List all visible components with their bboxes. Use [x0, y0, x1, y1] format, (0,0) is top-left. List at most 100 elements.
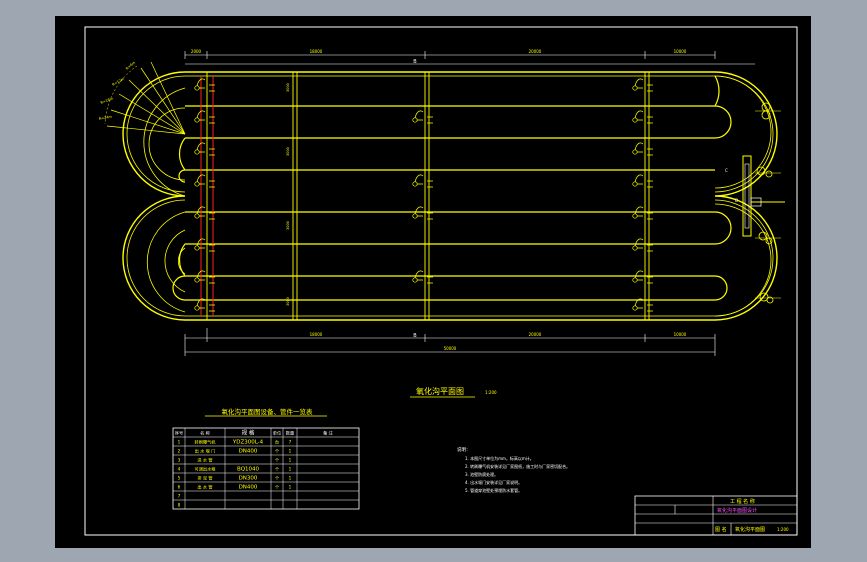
aerator-symbol: [194, 213, 200, 219]
table-cell: 1: [289, 457, 292, 462]
table-cell: 7: [178, 493, 181, 498]
aerator-symbol-lines: [199, 212, 215, 220]
outlet-structure: C D: [725, 102, 785, 304]
left-dim-3: 3000: [286, 221, 290, 230]
table-cell: 8: [178, 502, 181, 507]
aerator-symbol-hook: [634, 110, 644, 119]
aerator-symbol-lines: [199, 276, 215, 284]
table-cell: 可调出水堰: [195, 465, 216, 472]
aerator-symbol-lines: [199, 116, 215, 124]
radial-labels: R=6m R=12m R=18m R=24m: [98, 60, 136, 121]
dim-top-4: 10000: [674, 49, 687, 54]
section-mark-top: B: [413, 59, 417, 65]
aerator-symbol-hook: [196, 206, 206, 215]
aerator-symbols: [194, 78, 653, 312]
aerator-symbol-hook: [634, 238, 644, 247]
aerator-symbol-lines: [199, 84, 215, 92]
aerator-symbol-hook: [414, 206, 424, 215]
note-4: 4. 出水堰门安装详见厂家说明。: [465, 479, 522, 485]
outer-wall: [122, 71, 778, 321]
sheet-border: [84, 26, 798, 536]
aerator-symbol: [632, 85, 638, 91]
aerator-symbol-hook: [634, 78, 644, 87]
table-cell: 7: [289, 439, 292, 444]
title-sheet-name: 氧化沟平面图: [735, 526, 765, 533]
aerator-symbol: [194, 85, 200, 91]
notes-heading: 说明：: [457, 446, 471, 453]
left-dims: 3000 3000 3000 3000: [286, 83, 290, 306]
left-dim-2: 3000: [286, 147, 290, 156]
table-header-cell: 单位: [273, 429, 281, 436]
outer-wall-inner-line: [126, 75, 774, 317]
cad-viewport[interactable]: 2000 18000 20000 10000 B: [55, 16, 811, 548]
aerator-symbol-lines: [637, 212, 653, 220]
dim-top-2: 18000: [310, 49, 323, 54]
aerator-symbol-lines: [417, 180, 433, 188]
aerator-symbol: [194, 245, 200, 251]
left-dim-4: 3000: [286, 297, 290, 306]
vertical-beams: [206, 72, 650, 320]
table-cell: 6: [178, 484, 181, 489]
table-cell: 1: [289, 466, 292, 471]
table-cell: 个: [275, 484, 280, 489]
aerator-symbol: [632, 149, 638, 155]
table-header-cell: 备 注: [323, 429, 334, 436]
aerator-symbol: [632, 181, 638, 187]
plan-title: 氧化沟平面图: [416, 386, 464, 396]
title-project: 工 程 名 称: [730, 498, 755, 505]
channel-partitions: [172, 75, 732, 301]
table-cell: DN400: [239, 484, 258, 490]
note-3: 3. 池壁防腐处理。: [465, 471, 498, 477]
dim-bottom-3: 10000: [674, 332, 687, 337]
aerator-symbol: [632, 277, 638, 283]
aerator-symbol-lines: [417, 212, 433, 220]
plan-scale: 1:200: [485, 390, 497, 395]
table-title: 氧化沟平面图设备、管件一览表: [222, 407, 314, 416]
table-cell: 个: [275, 475, 280, 480]
aerator-symbol-lines: [637, 84, 653, 92]
aerator-symbol-hook: [196, 174, 206, 183]
table-cell: 5: [178, 475, 181, 480]
aerator-symbol: [632, 213, 638, 219]
aerator-symbol: [194, 305, 200, 311]
aerator-symbol-hook: [414, 270, 424, 279]
aerator-symbol: [632, 117, 638, 123]
table-cell: 个: [275, 448, 280, 453]
aerator-symbol: [632, 245, 638, 251]
aerator-symbol-lines: [199, 180, 215, 188]
table-cell: 3: [178, 457, 181, 462]
aerator-symbol-hook: [196, 142, 206, 151]
table-cell: 1: [289, 484, 292, 489]
aerator-symbol-lines: [417, 116, 433, 124]
aerator-symbol-hook: [634, 270, 644, 279]
dim-bottom-2: 20000: [529, 332, 542, 337]
aerator-symbol: [632, 305, 638, 311]
table-cell: DN300: [239, 475, 258, 481]
bottom-dimension-lines: [184, 328, 716, 356]
dim-top-3: 20000: [529, 49, 542, 54]
aerator-symbol: [194, 181, 200, 187]
table-cell: 个: [275, 466, 280, 471]
aerator-symbol-lines: [199, 148, 215, 156]
dim-total: 50000: [444, 346, 457, 351]
aerator-symbol-lines: [199, 244, 215, 252]
table-cell: 出 水 堰 门: [195, 447, 216, 454]
dim-top-1: 2000: [191, 49, 202, 54]
table-cell: DN400: [239, 448, 258, 454]
aerator-symbol: [412, 117, 418, 123]
table-header-cell: 规 格: [242, 428, 255, 436]
table-cell: 1: [178, 439, 181, 444]
table-cell: 4: [178, 466, 181, 471]
aerator-symbol-lines: [637, 116, 653, 124]
aerator-symbol-hook: [414, 110, 424, 119]
inner-semicircles: [143, 75, 772, 317]
table-cell: 排 泥 管: [197, 474, 212, 481]
title-block: 工 程 名 称 氧化沟平面图设计 图 名 氧化沟平面图 1:200: [634, 495, 798, 536]
title-drawing-name: 氧化沟平面图设计: [717, 507, 757, 514]
table-cell: 台: [275, 438, 279, 445]
aerator-symbol-hook: [196, 298, 206, 307]
note-5: 5. 管道穿池壁处预埋防水套管。: [465, 487, 522, 493]
note-2: 2. 转刷曝气机安装详见厂家图纸，施工时与厂家密切配合。: [465, 463, 570, 469]
aerator-symbol: [194, 277, 200, 283]
